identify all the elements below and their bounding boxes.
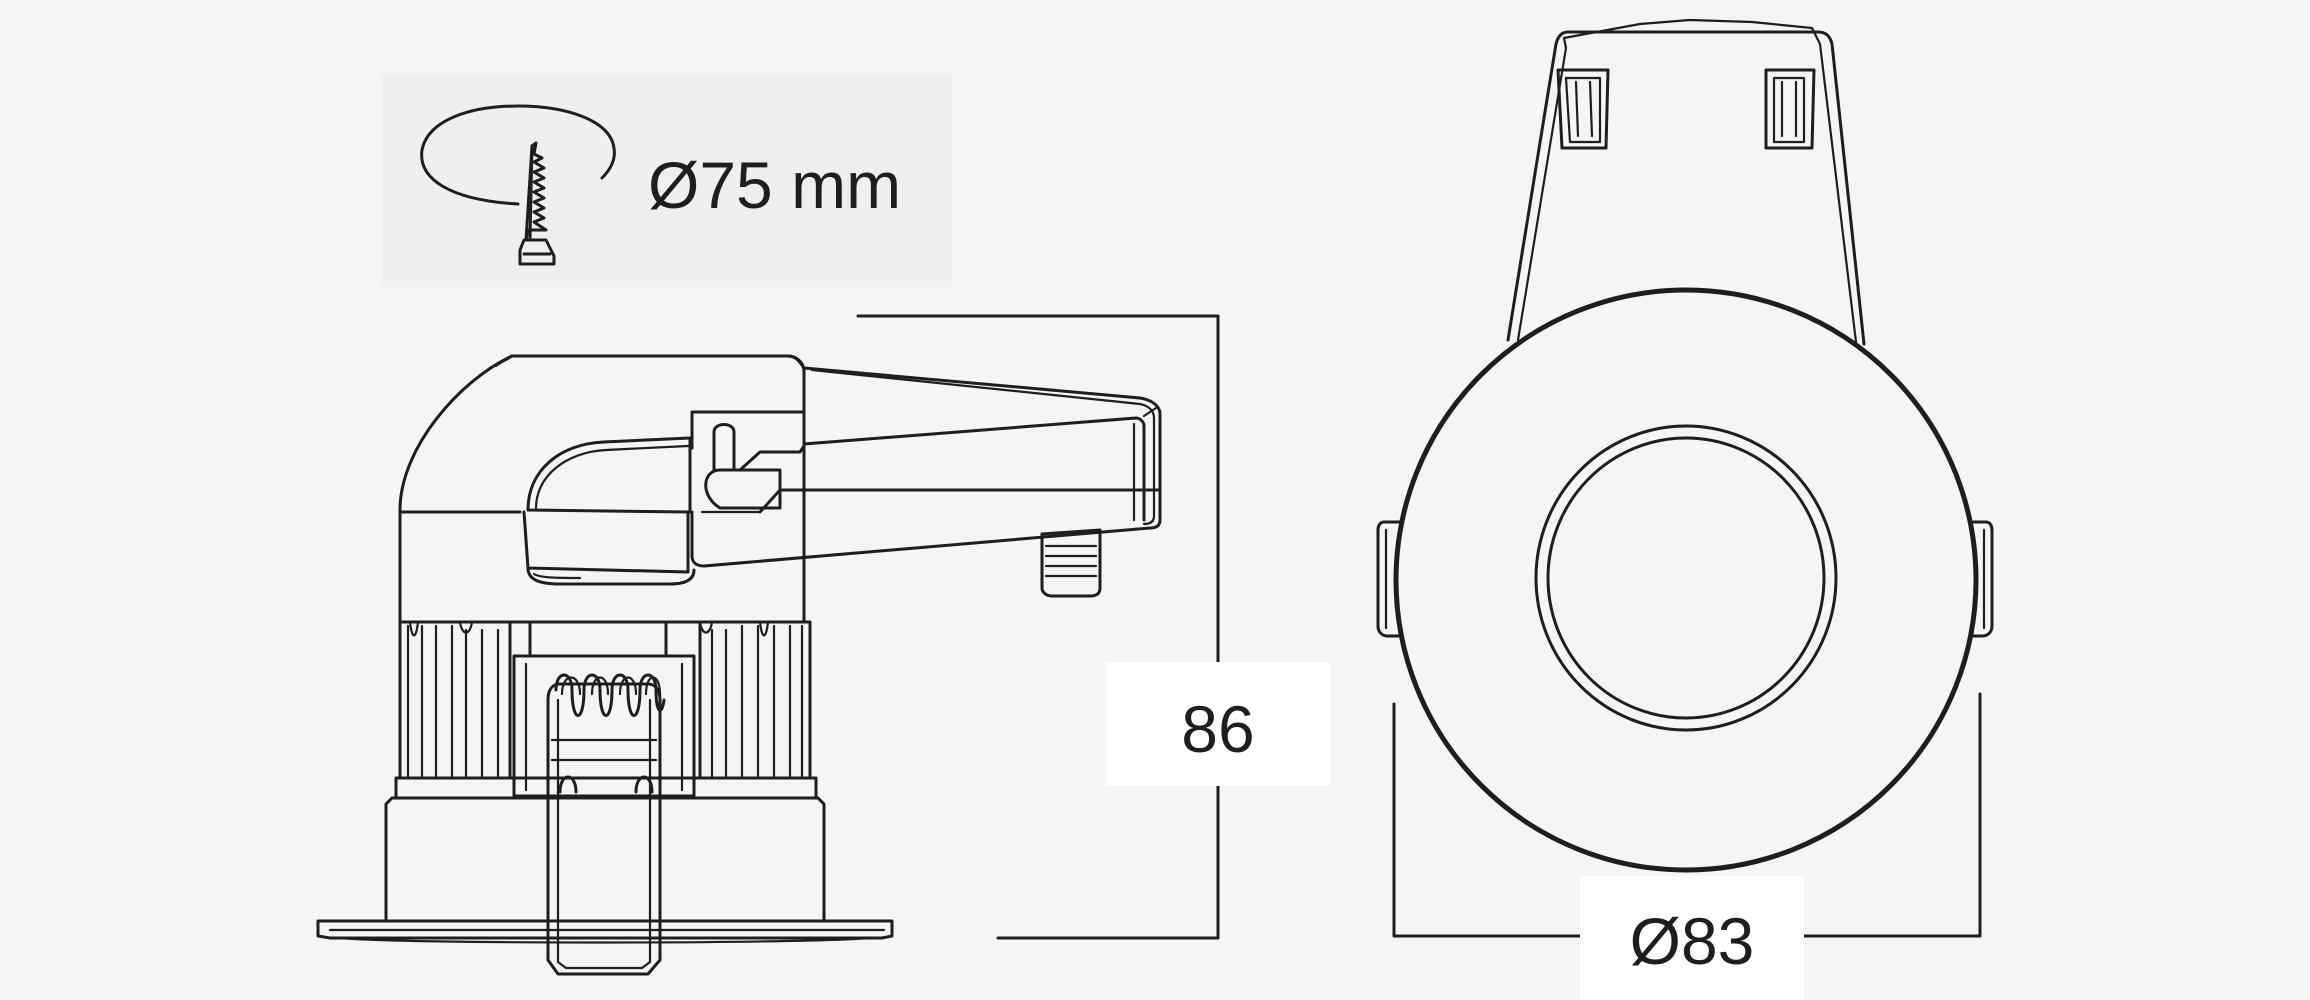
diameter-dimension: Ø83 [1392, 692, 1982, 1000]
cutout-diameter-label: Ø75 mm [648, 148, 901, 222]
lens-ring-outer [1534, 424, 1838, 732]
saw-cutout-icon [420, 104, 616, 266]
front-view [1376, 18, 1994, 873]
right-side-tab [1970, 520, 1994, 638]
bezel-flange [316, 919, 894, 940]
spring [554, 673, 666, 717]
cable-clamp-arm [690, 354, 1162, 568]
cutout-panel: Ø75 mm [381, 75, 952, 287]
height-label-box [1106, 662, 1330, 786]
trim-body [384, 796, 826, 923]
diameter-label: Ø83 [1630, 904, 1755, 978]
lens-ring-inner [1546, 436, 1826, 720]
terminal-screw [1040, 528, 1102, 598]
left-side-tab [1376, 520, 1402, 638]
height-label: 86 [1181, 692, 1254, 766]
top-clip [1506, 18, 1866, 346]
side-view [316, 354, 1162, 976]
heatsink [398, 620, 812, 780]
diameter-label-box [1580, 876, 1804, 1000]
spring-clip [546, 682, 662, 976]
height-dimension: 86 [856, 314, 1330, 940]
height-dimension-lines [856, 314, 1220, 940]
outer-bezel [1393, 287, 1979, 873]
driver-housing [398, 354, 806, 624]
